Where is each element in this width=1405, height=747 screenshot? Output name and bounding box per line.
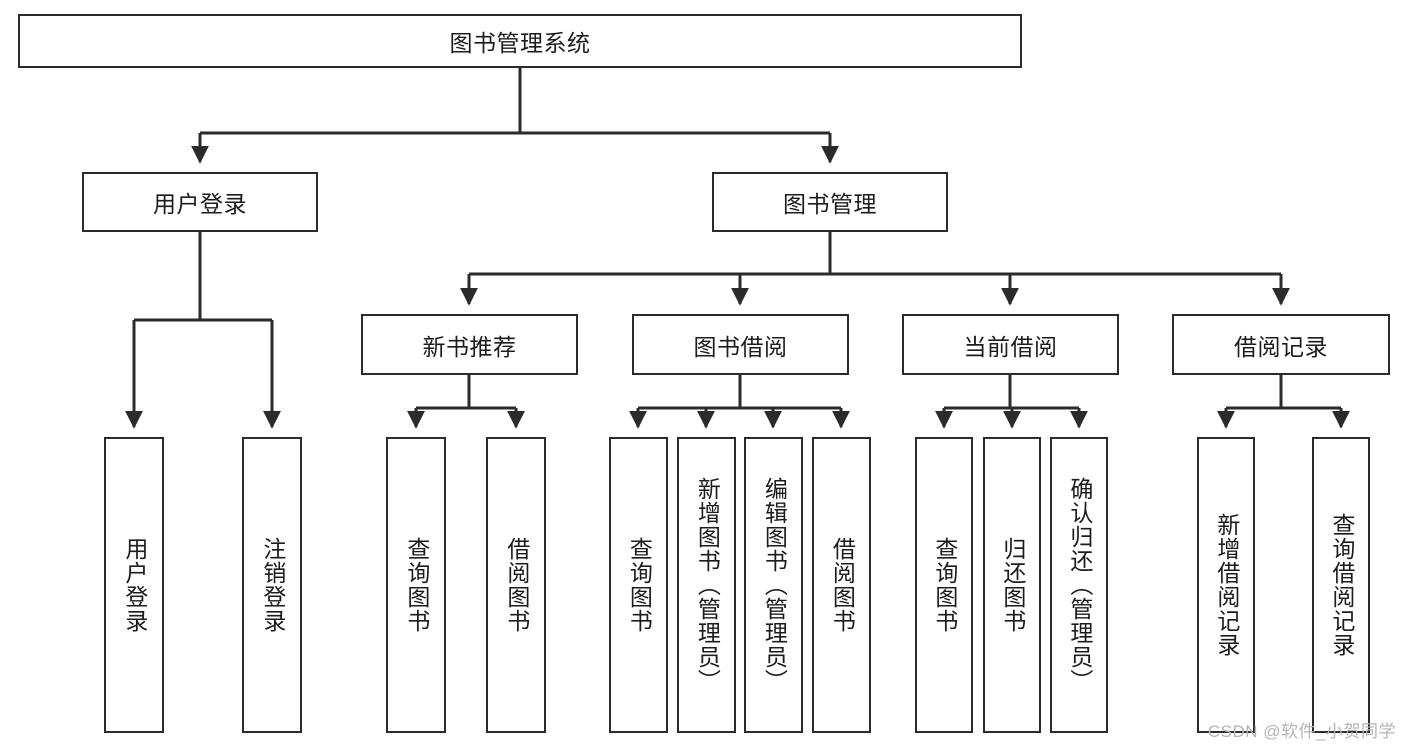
watermark: CSDN @软件_小贺同学	[1207, 722, 1396, 741]
node-new-book-recommend[interactable]: 新书推荐	[361, 314, 578, 375]
node-root-label: 图书管理系统	[449, 30, 591, 56]
node-book-management-label: 图书管理	[783, 191, 877, 217]
node-user-login[interactable]: 用户登录	[82, 172, 318, 232]
leaf-add-book-admin-label: 新增图书（管理员）	[694, 477, 721, 693]
leaf-query-book-recommend-label: 查询图书	[403, 537, 430, 633]
leaf-confirm-return-admin[interactable]: 确认归还（管理员）	[1050, 437, 1108, 733]
leaf-return-book[interactable]: 归还图书	[983, 437, 1041, 733]
leaf-borrow-book-recommend-label: 借阅图书	[503, 537, 530, 633]
node-book-borrow-label: 图书借阅	[693, 333, 788, 360]
node-current-borrow-label: 当前借阅	[963, 333, 1058, 360]
leaf-return-book-label: 归还图书	[999, 537, 1026, 633]
node-book-borrow[interactable]: 图书借阅	[632, 314, 849, 375]
leaf-user-login[interactable]: 用户登录	[104, 437, 164, 733]
leaf-logout[interactable]: 注销登录	[242, 437, 302, 733]
node-current-borrow[interactable]: 当前借阅	[902, 314, 1119, 375]
leaf-query-borrow-record[interactable]: 查询借阅记录	[1312, 437, 1370, 733]
leaf-logout-label: 注销登录	[259, 537, 286, 633]
leaf-edit-book-admin-label: 编辑图书（管理员）	[761, 477, 788, 693]
leaf-query-book-label: 查询图书	[626, 537, 653, 633]
leaf-borrow-book-recommend[interactable]: 借阅图书	[486, 437, 546, 733]
leaf-confirm-return-admin-label: 确认归还（管理员）	[1066, 477, 1093, 693]
leaf-add-borrow-record[interactable]: 新增借阅记录	[1197, 437, 1255, 733]
leaf-borrow-book[interactable]: 借阅图书	[812, 437, 871, 733]
node-borrow-record-label: 借阅记录	[1234, 333, 1328, 360]
node-borrow-record[interactable]: 借阅记录	[1172, 314, 1390, 375]
node-new-book-recommend-label: 新书推荐	[422, 333, 517, 360]
leaf-query-book[interactable]: 查询图书	[609, 437, 668, 733]
leaf-borrow-book-label: 借阅图书	[829, 537, 856, 633]
leaf-query-book-current[interactable]: 查询图书	[915, 437, 973, 733]
node-user-login-label: 用户登录	[153, 191, 247, 217]
leaf-add-book-admin[interactable]: 新增图书（管理员）	[677, 437, 736, 733]
node-root[interactable]: 图书管理系统	[18, 14, 1022, 68]
leaf-add-borrow-record-label: 新增借阅记录	[1213, 513, 1240, 657]
leaf-query-book-current-label: 查询图书	[931, 537, 958, 633]
leaf-query-book-recommend[interactable]: 查询图书	[386, 437, 446, 733]
leaf-edit-book-admin[interactable]: 编辑图书（管理员）	[744, 437, 803, 733]
node-book-management[interactable]: 图书管理	[712, 172, 948, 232]
leaf-user-login-label: 用户登录	[121, 537, 148, 633]
leaf-query-borrow-record-label: 查询借阅记录	[1328, 513, 1355, 657]
